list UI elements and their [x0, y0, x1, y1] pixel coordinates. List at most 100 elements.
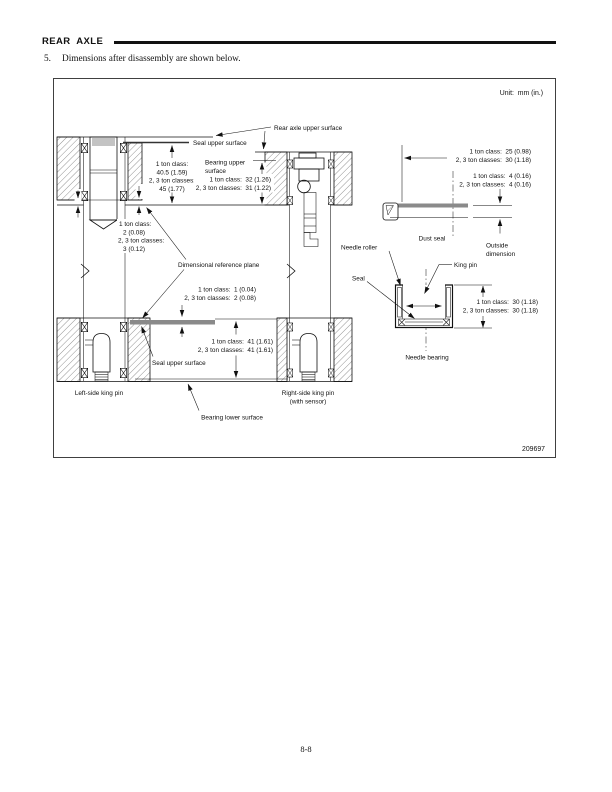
dust-seal-label: Dust seal — [419, 236, 446, 243]
dim-text: 2, 3 ton classes: — [118, 238, 164, 245]
leader-arrow — [215, 126, 272, 137]
axle-cross-section-view — [56, 136, 353, 382]
dim-text: 2 (0.08) — [123, 229, 145, 236]
dust-seal-lip — [385, 205, 394, 216]
dim-text: 1 ton class: 41 (1.61) — [212, 339, 273, 346]
bearing-roller-icon — [120, 368, 127, 378]
bearing-roller-icon — [287, 322, 293, 332]
tube-break-mark-icon — [80, 263, 90, 279]
unit-label: Unit: mm (in.) — [500, 90, 543, 97]
dim-text: 1 ton class: 30 (1.18) — [477, 299, 538, 306]
dim-text: 1 ton class: — [119, 221, 152, 228]
dim-text: 1 ton class: 25 (0.98) — [470, 149, 531, 156]
upper-left-axle-section — [56, 136, 213, 381]
bearing-roller-icon — [120, 191, 127, 201]
bearing-roller-icon — [81, 143, 88, 153]
bearing-upper-surface-label2: surface — [205, 168, 226, 175]
dimension-lower-depth: 1 ton class: 41 (1.61) 2, 3 ton classes:… — [198, 321, 273, 378]
bearing-roller-icon — [81, 322, 88, 332]
dimension-step-upper: 1 ton class: 2 (0.08) 2, 3 ton classes: … — [117, 219, 175, 253]
dust-seal-detail: 1 ton class: 25 (0.98) 2, 3 ton classes:… — [382, 145, 531, 258]
bearing-roller-icon — [120, 143, 127, 153]
dim-text: 2, 3 ton classes: 41 (1.61) — [198, 347, 273, 354]
right-lower-king-pin — [299, 333, 318, 373]
bottom-seal-strip — [398, 318, 450, 326]
right-king-pin-label: Right-side king pin — [282, 390, 335, 397]
page-header-title: REAR AXLE — [42, 36, 104, 47]
dim-text: 2, 3 ton classes: 30 (1.18) — [456, 157, 531, 164]
needle-bearing-detail: Needle roller King pin Seal — [341, 245, 538, 362]
left-king-pin-label: Left-side king pin — [75, 390, 124, 397]
rear-axle-upper-surface-label: Rear axle upper surface — [274, 125, 343, 132]
dimension-step-arrows — [74, 184, 143, 218]
dim-text: 1 ton class: 4 (0.16) — [473, 173, 531, 180]
lower-right-axle-section — [276, 317, 353, 382]
bearing-roller-icon — [81, 191, 88, 201]
leader-arrow — [187, 383, 200, 411]
bearing-roller-icon — [328, 368, 334, 378]
bearing-roller-icon — [328, 159, 334, 169]
dim-text: 2, 3 ton classes: — [149, 178, 195, 185]
dimensional-reference-plane-label: Dimensional reference plane — [178, 262, 260, 269]
dust-seal-flange — [398, 203, 468, 208]
bearing-roller-icon — [287, 368, 293, 378]
bearing-roller-icon — [81, 368, 88, 378]
instruction-text: Dimensions after disassembly are shown b… — [62, 54, 241, 64]
dust-seal-section — [382, 202, 399, 221]
dim-text: 3 (0.12) — [123, 246, 145, 253]
bearing-roller-icon — [328, 322, 334, 332]
dim-text: 1 ton class: 1 (0.04) — [198, 287, 256, 294]
leader-arrow — [146, 207, 187, 260]
seal-upper-surface-strip — [130, 320, 215, 325]
bearing-upper-surface-label: Bearing upper — [205, 160, 246, 167]
seal-upper-surface-bottom-label: Seal upper surface — [152, 360, 206, 367]
shaft-threads — [90, 138, 117, 174]
dim-text: 1 ton class: — [156, 161, 189, 168]
upper-right-axle-section — [253, 151, 353, 381]
leader-arrow — [388, 250, 401, 286]
dim-text: 2, 3 ton classes: 2 (0.08) — [184, 295, 256, 302]
dim-text: 1 ton class: 32 (1.26) — [210, 177, 271, 184]
bearing-roller-icon — [120, 322, 127, 332]
needle-roller-label: Needle roller — [341, 245, 378, 252]
left-king-pin-tip — [88, 219, 119, 230]
dim-text: 2, 3 ton classes: 31 (1.22) — [196, 185, 271, 192]
outside-dimension-label2: dimension — [486, 251, 516, 258]
left-king-pin-shaft — [89, 136, 118, 221]
header-rule — [114, 41, 556, 44]
dimension-step-lower: 1 ton class: 1 (0.04) 2, 3 ton classes: … — [179, 287, 256, 337]
bearing-lower-surface-label: Bearing lower surface — [201, 415, 263, 422]
dim-text: 2, 3 ton classes: 30 (1.18) — [463, 307, 538, 314]
instruction-number: 5. — [44, 54, 51, 64]
dimension-bearing-depth: 1 ton class: 32 (1.26) 2, 3 ton classes:… — [194, 162, 274, 205]
figure-number: 209697 — [522, 446, 545, 453]
bearing-roller-icon — [287, 159, 293, 169]
bearing-roller-icon — [287, 196, 293, 205]
leader-arrow — [261, 130, 267, 150]
seal-upper-surface-top-label: Seal upper surface — [193, 140, 247, 147]
right-king-pin-label2: (with sensor) — [290, 398, 327, 405]
figure-frame — [53, 78, 556, 458]
seal-label: Seal — [352, 276, 365, 283]
leader-arrow — [424, 264, 440, 294]
needle-roller-left — [397, 287, 402, 318]
dim-text: 40.5 (1.59) — [157, 169, 188, 176]
needle-bearing-label: Needle bearing — [405, 355, 449, 362]
tube-break-mark-icon — [286, 263, 296, 279]
needle-roller-right — [446, 287, 451, 318]
dim-text: 45 (1.77) — [159, 186, 185, 193]
dimension-seal-depth: 1 ton class: 40.5 (1.59) 2, 3 ton classe… — [149, 145, 195, 204]
leader-arrow — [141, 326, 154, 357]
instruction-line: 5. Dimensions after disassembly are shown… — [44, 54, 241, 64]
page-number: 8-8 — [300, 744, 312, 754]
king-pin-label: King pin — [454, 262, 478, 269]
left-lower-king-pin — [92, 333, 111, 373]
annotations: Rear axle upper surface Seal upper surfa… — [74, 125, 343, 422]
sensor-assembly — [293, 152, 325, 247]
leader-arrow — [366, 281, 415, 319]
leader-arrow — [142, 269, 185, 319]
dim-text: 2, 3 ton classes: 4 (0.16) — [459, 181, 531, 188]
outside-dimension-label: Outside — [486, 243, 508, 250]
bearing-roller-icon — [328, 196, 334, 205]
